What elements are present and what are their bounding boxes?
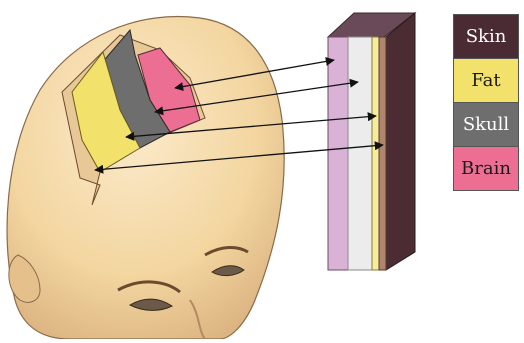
block-layer-skull: [348, 37, 372, 270]
block-side: [386, 13, 415, 270]
legend-skull-label: Skull: [463, 114, 509, 135]
block-layer-fat: [372, 37, 379, 270]
block-layer-brain: [328, 37, 348, 270]
legend-skull: Skull: [453, 102, 519, 147]
legend-fat: Fat: [453, 58, 519, 103]
legend-skin-label: Skin: [466, 26, 507, 47]
block-layer-skin: [379, 37, 386, 270]
legend-fat-label: Fat: [471, 70, 500, 91]
tissue-layer-block: [328, 13, 415, 270]
legend-brain-label: Brain: [461, 158, 511, 179]
head-illustration: [7, 17, 284, 339]
legend-skin: Skin: [453, 14, 519, 59]
layer-legend: Skin Fat Skull Brain: [453, 14, 519, 191]
legend-brain: Brain: [453, 146, 519, 191]
